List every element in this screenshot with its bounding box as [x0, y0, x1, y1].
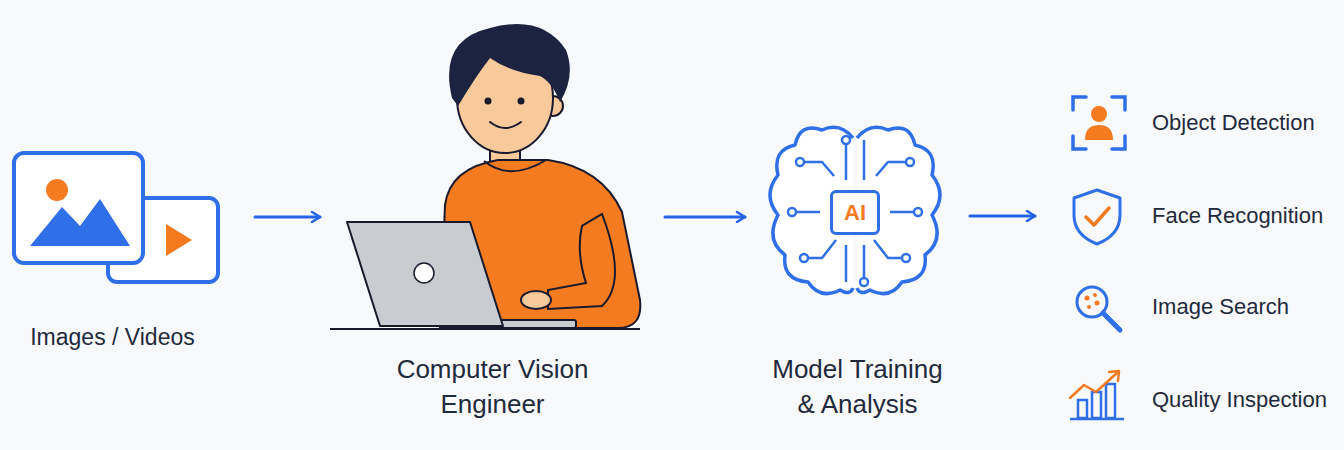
circuit-node	[860, 278, 868, 286]
output-item: Face Recognition	[1035, 188, 1335, 244]
magnifier-handle	[1103, 313, 1120, 330]
dot	[1085, 296, 1090, 301]
trend-arrowhead	[1109, 371, 1119, 381]
circuit-line	[800, 162, 834, 176]
ai-chip: AI	[830, 190, 880, 235]
circuit-node	[914, 208, 922, 216]
chart-bar	[1092, 392, 1101, 418]
person-head	[1091, 106, 1107, 122]
hair	[449, 24, 570, 106]
circuit-node	[788, 208, 796, 216]
eye	[518, 98, 525, 105]
hand	[521, 291, 551, 309]
circuit-node	[842, 136, 850, 144]
play-symbol	[166, 224, 192, 256]
circuit-nodes	[788, 136, 922, 286]
face-recognition-icon	[1074, 190, 1120, 244]
dot	[1087, 305, 1091, 309]
circuit-node	[796, 158, 804, 166]
engineer-illustration	[330, 24, 640, 329]
circuit-line	[863, 245, 866, 282]
media-icon	[14, 153, 218, 282]
dot	[1095, 301, 1100, 306]
model-stage: Model Training & Analysis AI	[745, 120, 970, 420]
image-frame	[14, 153, 143, 263]
mountain-symbol	[30, 199, 130, 246]
sun-symbol	[46, 179, 68, 201]
circuit-line	[804, 240, 836, 258]
node-label: Object Detection	[1152, 95, 1335, 151]
circuit-node	[902, 254, 910, 262]
node-label: Face Recognition	[1152, 188, 1335, 244]
output-item: Image Search	[1035, 279, 1335, 335]
laptop-logo	[414, 263, 434, 283]
collar	[484, 160, 546, 171]
output-item: Object Detection	[1035, 95, 1335, 151]
check-symbol	[1086, 208, 1109, 225]
laptop-screen	[347, 222, 503, 326]
chart-bar	[1106, 384, 1115, 418]
circuit-line	[876, 162, 910, 176]
flow-arrow	[255, 216, 320, 219]
circuit-line	[845, 140, 848, 180]
output-item: Quality Inspection	[1035, 372, 1335, 428]
detection-bracket	[1073, 97, 1125, 149]
chart-baseline	[1070, 418, 1124, 421]
node-label: Quality Inspection	[1152, 372, 1335, 428]
smile	[490, 122, 521, 128]
chart-bar	[1078, 400, 1087, 418]
quality-inspection-icon	[1070, 371, 1124, 419]
input-stage: Images / Videos	[0, 150, 255, 365]
brain-illustration	[770, 127, 940, 293]
chip-label: AI	[833, 193, 877, 232]
circuit-line	[845, 245, 848, 282]
circuit-node	[906, 158, 914, 166]
circuit-line	[863, 140, 866, 180]
node-label: Images / Videos	[0, 322, 255, 352]
circuit-node	[800, 254, 808, 262]
image-search-icon	[1077, 287, 1120, 330]
node-label: Image Search	[1152, 279, 1335, 335]
node-label: Model Training & Analysis	[765, 352, 950, 422]
flow-arrow	[970, 215, 1035, 218]
trend-line	[1070, 372, 1118, 398]
circuit-lines	[792, 140, 918, 282]
flow-arrow	[665, 216, 745, 219]
shield-symbol	[1074, 190, 1120, 244]
person-body	[1085, 125, 1113, 140]
circuit-line	[874, 240, 906, 258]
dot	[1093, 293, 1097, 297]
eye	[485, 98, 492, 105]
engineer-stage: Computer Vision Engineer	[320, 20, 665, 420]
node-label: Computer Vision Engineer	[385, 352, 600, 422]
desk-line	[330, 328, 640, 330]
arm	[548, 214, 615, 309]
object-detection-icon	[1073, 97, 1125, 149]
